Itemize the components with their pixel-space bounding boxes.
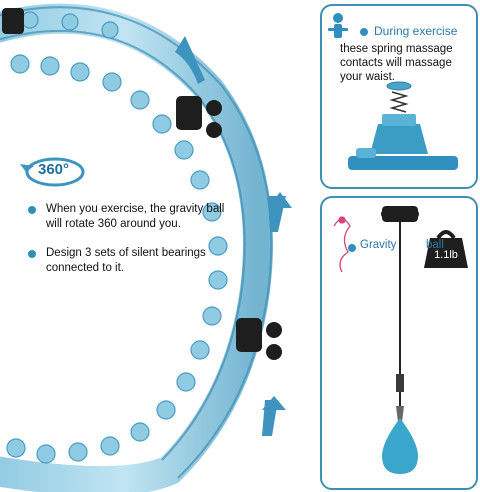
callout-line: connected to it. — [46, 262, 124, 274]
callout-line: When you exercise, the gravity ball — [46, 203, 225, 215]
bullet-dot-icon — [28, 206, 36, 214]
bullet-dot-icon — [360, 28, 368, 36]
rotation-360-icon — [20, 157, 85, 187]
description-line: these spring massage — [340, 43, 453, 55]
callout-silent-bearings: Design 3 sets of silent bearings connect… — [28, 246, 206, 276]
bullet-dot-icon — [348, 244, 356, 252]
person-exercise-icon — [328, 13, 348, 38]
ball-label: ball — [426, 239, 444, 251]
exercise-description: these spring massage contacts will massa… — [340, 42, 453, 84]
callout-gravity-rotation: When you exercise, the gravity ball will… — [28, 202, 224, 232]
rotation-360-badge: 360° — [38, 161, 70, 178]
gymnast-ribbon-icon — [333, 216, 351, 273]
gravity-ball-panel: 1.1lb Gravity ball — [320, 196, 478, 490]
callout-line: will rotate 360 around you. — [46, 218, 181, 230]
callout-line: Design 3 sets of silent bearings — [46, 247, 206, 259]
bearing-head-icon — [381, 206, 419, 222]
bearing-connector-bottom — [236, 318, 282, 360]
description-line: contacts will massage — [340, 57, 452, 69]
spring-contact-icon — [348, 81, 458, 170]
description-line: your waist. — [340, 71, 395, 83]
rotation-arrows — [175, 36, 292, 436]
massage-nodes — [6, 11, 228, 464]
hoop-ring — [0, 3, 273, 492]
weight-icon: 1.1lb — [424, 230, 468, 268]
during-exercise-title: During exercise — [374, 24, 458, 38]
weight-label: 1.1lb — [434, 249, 458, 261]
gravity-ball-weight — [382, 418, 418, 474]
bearing-connector-top — [176, 96, 222, 138]
gravity-label: Gravity — [360, 239, 397, 251]
during-exercise-panel: During exercise these spring massage con… — [320, 4, 478, 189]
bullet-dot-icon — [28, 250, 36, 258]
